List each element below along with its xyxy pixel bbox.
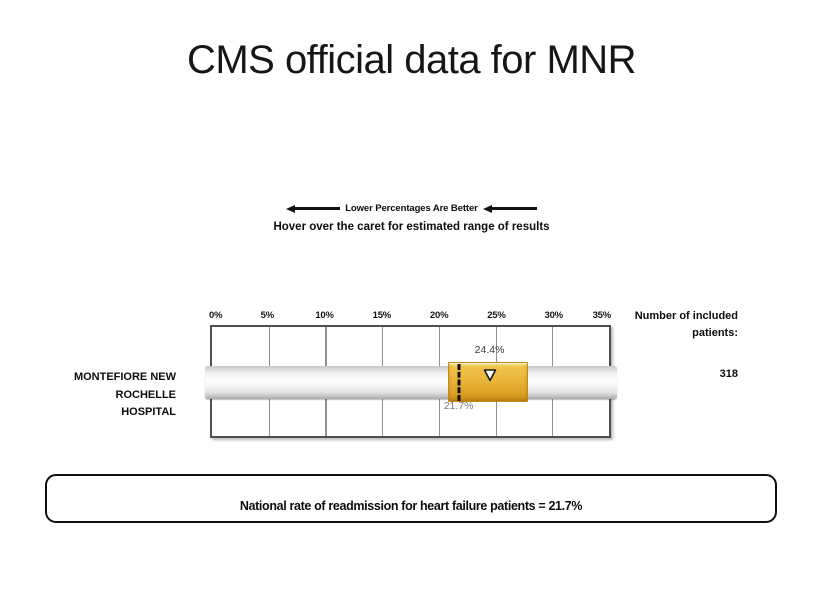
hospital-name-line: MONTEFIORE NEW xyxy=(73,371,176,383)
x-axis-tick: 10% xyxy=(315,310,334,321)
arrow-left-icon xyxy=(482,204,537,213)
direction-label: Lower Percentages Are Better xyxy=(345,203,478,214)
arrow-shaft xyxy=(491,207,537,210)
performance-bar xyxy=(205,366,617,399)
result-caret[interactable] xyxy=(483,369,497,382)
slide-title: CMS official data for MNR xyxy=(186,38,637,82)
x-axis-tick: 25% xyxy=(487,310,506,321)
plot-overlay: 24.4% 21.7% xyxy=(205,325,617,438)
hospital-name-line: HOSPITAL xyxy=(121,406,176,418)
x-axis-tick: 35% xyxy=(592,310,612,321)
arrow-head xyxy=(482,204,492,213)
x-axis-tick: 20% xyxy=(429,310,449,321)
hospital-name-line: ROCHELLE xyxy=(115,388,177,401)
patients-header-line: Number of included xyxy=(634,310,738,322)
patients-count: 318 xyxy=(719,368,738,380)
arrow-shaft xyxy=(295,207,341,210)
result-value-label: 24.4% xyxy=(474,344,505,356)
direction-annotation: Lower Percentages Are Better xyxy=(0,203,823,214)
x-axis-tick: 0% xyxy=(209,310,223,321)
x-axis-ticks: 0% 5% 10% 15% 20% 25% 30% 35% xyxy=(209,306,612,321)
x-axis-tick: 15% xyxy=(372,310,392,321)
national-rate-line xyxy=(457,364,461,401)
estimated-range-band[interactable] xyxy=(448,362,529,402)
patients-header: Number of included patients: xyxy=(592,308,738,341)
hover-hint: Hover over the caret for estimated range… xyxy=(273,221,550,233)
arrow-left-icon xyxy=(286,204,341,213)
patients-header-line: patients: xyxy=(692,326,738,339)
arrow-head xyxy=(286,204,296,213)
hospital-name: MONTEFIORE NEW ROCHELLE HOSPITAL xyxy=(28,369,176,422)
x-axis-tick: 30% xyxy=(544,310,563,321)
national-rate-box: National rate of readmission for heart f… xyxy=(45,474,777,523)
national-rate-text: National rate of readmission for heart f… xyxy=(239,499,583,513)
national-rate-label: 21.7% xyxy=(443,400,474,412)
x-axis-tick: 5% xyxy=(260,310,275,321)
